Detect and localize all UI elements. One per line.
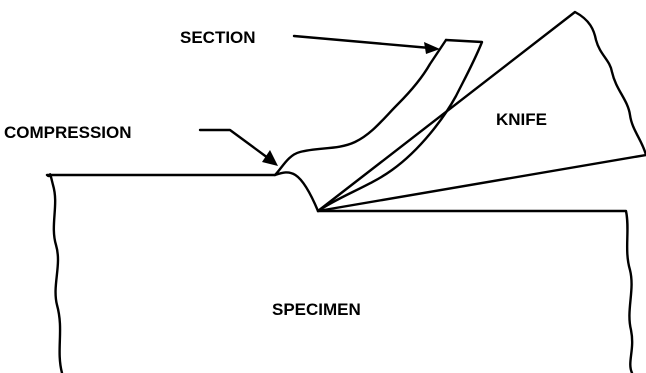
compression-arrowhead	[262, 150, 278, 166]
section-ribbon	[316, 38, 484, 213]
knife-label: KNIFE	[496, 110, 547, 129]
section-leader-line	[292, 34, 432, 50]
section-arrowhead	[424, 42, 440, 54]
compression-leader-line	[198, 128, 270, 160]
compression-label: COMPRESSION	[4, 123, 132, 142]
specimen-label: SPECIMEN	[272, 300, 361, 319]
knife-outline	[316, 10, 646, 213]
specimen-outline	[45, 38, 448, 373]
specimen-cut-surface	[316, 209, 634, 373]
section-label: SECTION	[180, 28, 256, 47]
compression-bulge	[273, 171, 320, 213]
